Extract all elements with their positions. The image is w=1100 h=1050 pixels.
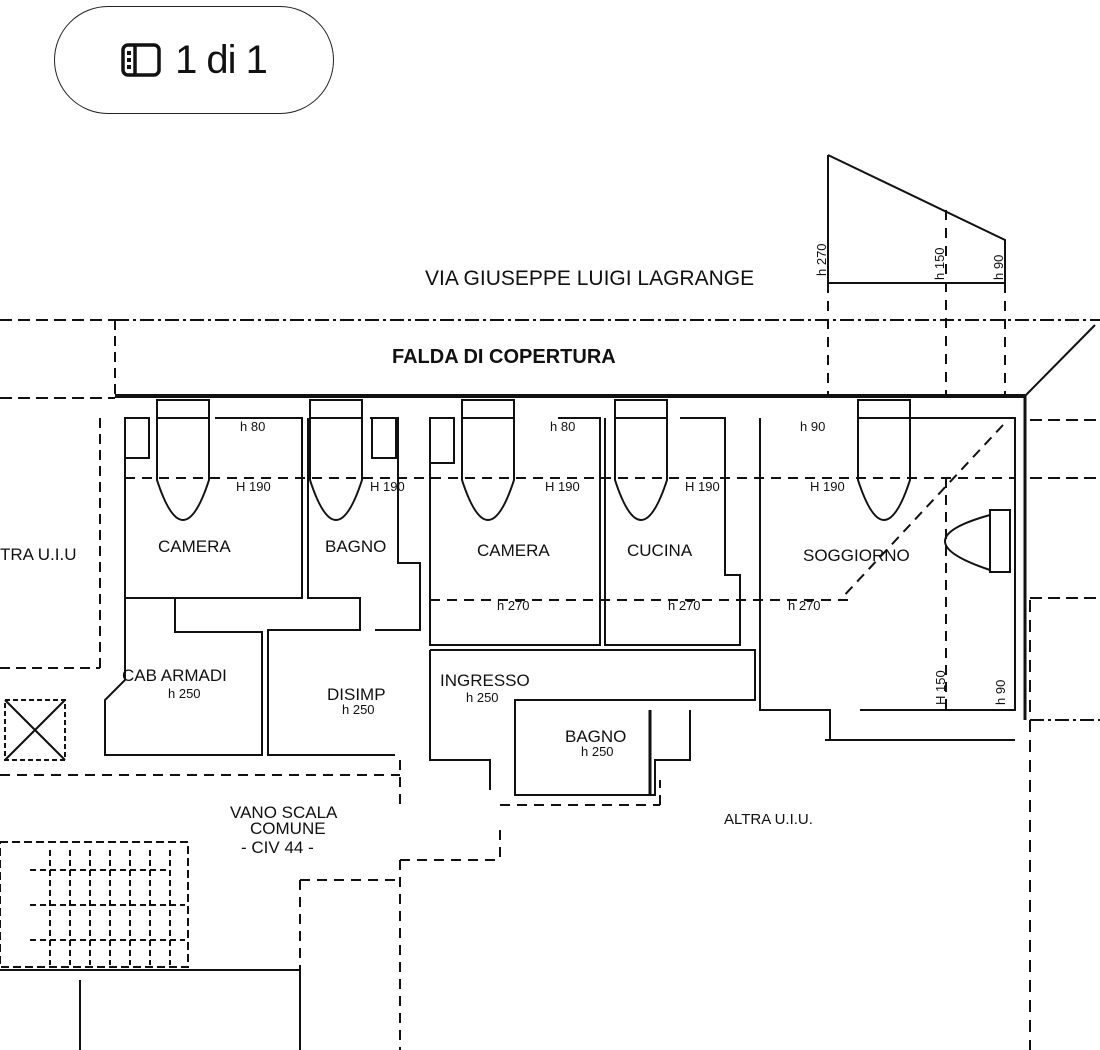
room-camera: CAMERA bbox=[158, 537, 231, 556]
page-indicator[interactable]: 1 di 1 bbox=[54, 6, 334, 114]
height-h270-2: h 270 bbox=[668, 598, 701, 613]
room-walls bbox=[104, 417, 1016, 796]
height-h190-2: H 190 bbox=[370, 479, 405, 494]
height-h90-vertical: h 90 bbox=[993, 680, 1008, 705]
ceiling-lines bbox=[0, 424, 1015, 1050]
label-vano-scala: VANO SCALA bbox=[230, 803, 338, 822]
roof-label: FALDA DI COPERTURA bbox=[392, 346, 616, 368]
height-h190-1: H 190 bbox=[236, 479, 271, 494]
room-bagno-2: BAGNO bbox=[565, 727, 626, 746]
height-h80-2: h 80 bbox=[550, 419, 575, 434]
room-camera-2: CAMERA bbox=[477, 541, 550, 560]
room-bagno: BAGNO bbox=[325, 537, 386, 556]
label-altra-uiu-left: TRA U.I.U bbox=[0, 545, 77, 564]
label-altra-uiu-right: ALTRA U.I.U. bbox=[724, 811, 813, 828]
section-height-1: h 270 bbox=[814, 243, 829, 276]
height-h80: h 80 bbox=[240, 419, 265, 434]
room-cab-armadi-height: h 250 bbox=[168, 686, 201, 701]
height-h190-5: H 190 bbox=[810, 479, 845, 494]
room-disimp: DISIMP bbox=[327, 685, 386, 704]
room-soggiorno: SOGGIORNO bbox=[803, 546, 910, 565]
room-cab-armadi: CAB ARMADI bbox=[122, 666, 227, 685]
height-h270-1: h 270 bbox=[497, 598, 530, 613]
label-civ: - CIV 44 - bbox=[241, 838, 314, 857]
height-h270-3: h 270 bbox=[788, 598, 821, 613]
section-height-2: h 150 bbox=[932, 247, 947, 280]
room-cucina: CUCINA bbox=[627, 541, 693, 560]
room-bagno-2-height: h 250 bbox=[581, 744, 614, 759]
room-ingresso: INGRESSO bbox=[440, 671, 530, 690]
street-label: VIA GIUSEPPE LUIGI LAGRANGE bbox=[425, 267, 754, 290]
height-h190-3: H 190 bbox=[545, 479, 580, 494]
label-comune: COMUNE bbox=[250, 819, 326, 838]
room-ingresso-height: h 250 bbox=[466, 690, 499, 705]
height-h90: h 90 bbox=[800, 419, 825, 434]
room-disimp-height: h 250 bbox=[342, 702, 375, 717]
roof-section bbox=[827, 154, 1006, 395]
windows bbox=[124, 399, 1011, 573]
sidebar-panel-icon bbox=[121, 43, 161, 77]
stairs bbox=[0, 699, 301, 1050]
page-count: 1 di 1 bbox=[175, 37, 268, 82]
height-h190-4: H 190 bbox=[685, 479, 720, 494]
boundary-lines bbox=[0, 319, 1100, 1050]
height-h150-vertical: H 150 bbox=[933, 670, 948, 705]
section-height-3: h 90 bbox=[991, 255, 1006, 280]
